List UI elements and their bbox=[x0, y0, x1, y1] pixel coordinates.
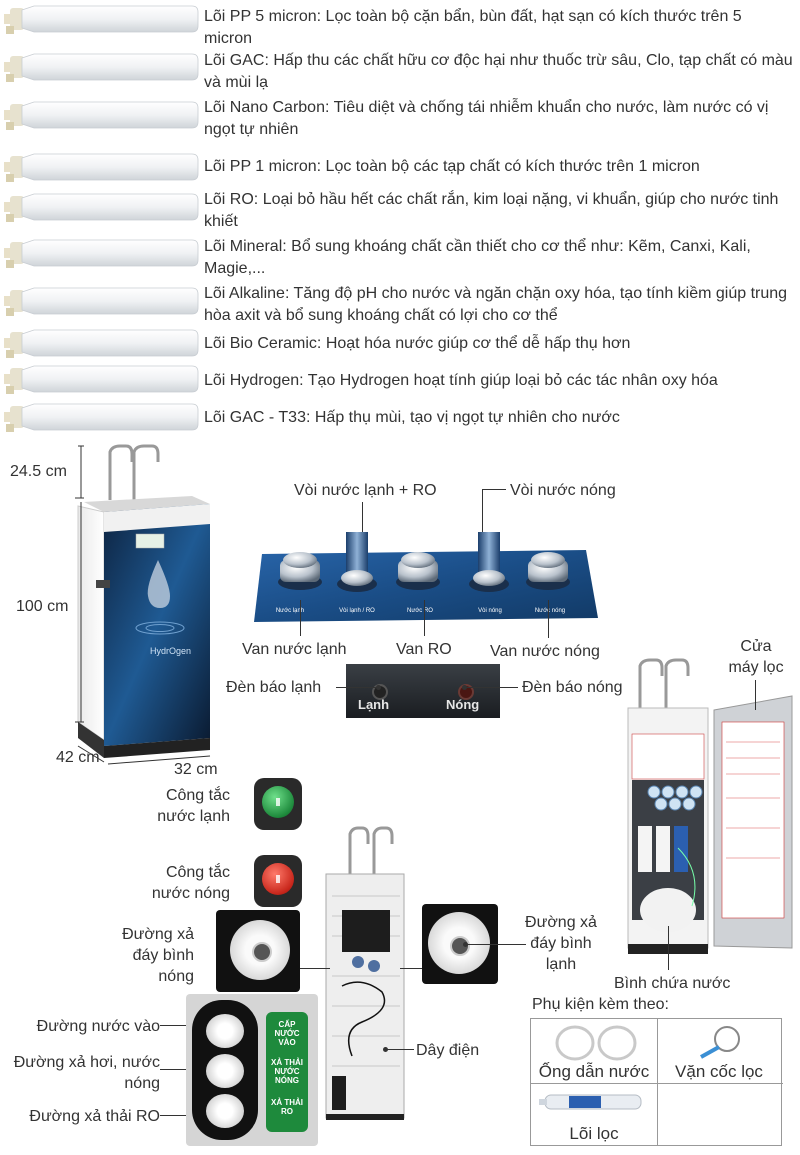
filter-cartridge bbox=[4, 193, 199, 222]
filter-desc-pp5: Lõi PP 5 micron: Lọc toàn bộ cặn bẩn, bù… bbox=[204, 8, 742, 47]
waste-port-icon bbox=[206, 1094, 244, 1128]
dim-height-top: 24.5 cm bbox=[10, 463, 67, 480]
cold-drain-image bbox=[422, 904, 498, 984]
ports-image: CẤP NƯỚC VÀO XẢ THẢI NƯỚC NÓNG XẢ THẢI R… bbox=[186, 994, 318, 1146]
filter-wrench-icon bbox=[700, 1026, 740, 1059]
accessories-box bbox=[530, 1018, 783, 1146]
filter-cartridge bbox=[4, 287, 199, 316]
filter-cartridge bbox=[4, 5, 199, 34]
tag-hot-waste: XẢ THẢI NƯỚC NÓNG bbox=[271, 1058, 303, 1085]
label-hot-vent: Đường xả hơi, nước nóng bbox=[13, 1054, 160, 1092]
cabinet-open-image bbox=[627, 658, 793, 954]
knob-label-hot: Nước nóng bbox=[535, 608, 565, 614]
control-panel-image: Nước lạnh Vòi lạnh / RO Nước RO Vòi nóng… bbox=[254, 532, 598, 622]
label-hot-switch: Công tắc nước nóng bbox=[151, 864, 230, 902]
accessory-wrench-label: Vặn cốc lọc bbox=[675, 1062, 763, 1081]
knob-label-cold: Nước lạnh bbox=[276, 608, 304, 614]
cold-drain-icon bbox=[450, 936, 470, 956]
filter-desc-alkaline: Lõi Alkaline: Tăng độ pH cho nước và ngă… bbox=[204, 285, 788, 324]
inlet-port-icon bbox=[206, 1014, 244, 1048]
knob-label-hot-tap: Vòi nóng bbox=[478, 608, 502, 614]
tag-inlet: CẤP NƯỚC VÀO bbox=[274, 1020, 300, 1047]
knobs bbox=[278, 552, 570, 592]
label-ro-waste: Đường xả thải RO bbox=[29, 1108, 160, 1125]
label-water-tank: Bình chứa nước bbox=[614, 975, 731, 992]
filter-cartridge bbox=[4, 53, 199, 82]
machine-brand-text: HydrOgen bbox=[150, 646, 191, 656]
tag-ro-waste: XẢ THẢI RO bbox=[271, 1098, 303, 1116]
hot-light-text: Nóng bbox=[446, 697, 480, 712]
filter-desc-mineral: Lõi Mineral: Bổ sung khoáng chất cần thi… bbox=[204, 238, 751, 277]
label-hot-tank-drain: Đường xả đáy bình nóng bbox=[122, 926, 194, 985]
machine-back-image bbox=[325, 826, 405, 1120]
label-cold-ro-tap: Vòi nước lạnh + RO bbox=[294, 482, 437, 499]
label-cabinet-door: Cửa máy lọc bbox=[728, 638, 784, 676]
hot-drain-icon bbox=[252, 942, 272, 962]
filter-cartridge bbox=[4, 365, 199, 394]
indicator-lights-image: Lạnh Nóng bbox=[346, 664, 500, 718]
label-hot-tap: Vòi nước nóng bbox=[510, 482, 616, 499]
knob-label-cold-ro: Vòi lạnh / RO bbox=[339, 608, 375, 614]
water-tube-icon bbox=[555, 1025, 637, 1061]
filter-cartridge bbox=[4, 329, 199, 358]
label-cold-light: Đèn báo lạnh bbox=[226, 679, 322, 696]
label-cold-tank-drain: Đường xả đáy bình lạnh bbox=[525, 914, 597, 973]
label-hot-valve: Van nước nóng bbox=[490, 643, 600, 660]
dim-height-body: 100 cm bbox=[16, 598, 69, 615]
filter-cartridge bbox=[4, 403, 199, 432]
filter-desc-hydrogen: Lõi Hydrogen: Tạo Hydrogen hoạt tính giú… bbox=[204, 372, 718, 389]
accessory-tube-label: Ống dẫn nước bbox=[538, 1062, 650, 1081]
label-hot-light: Đèn báo nóng bbox=[522, 679, 623, 696]
filter-desc-gac: Lõi GAC: Hấp thu các chất hữu cơ độc hại… bbox=[204, 52, 793, 91]
accessories-title: Phụ kiện kèm theo: bbox=[532, 996, 669, 1013]
spare-filter-icon bbox=[539, 1094, 642, 1110]
label-ro-valve: Van RO bbox=[396, 641, 452, 658]
hot-switch-image bbox=[254, 855, 302, 907]
label-cold-switch: Công tắc nước lạnh bbox=[157, 787, 230, 825]
filter-desc-gac-t33: Lõi GAC - T33: Hấp thụ mùi, tạo vị ngọt … bbox=[204, 409, 620, 426]
filter-cartridge bbox=[4, 101, 199, 130]
filter-desc-pp1: Lõi PP 1 micron: Lọc toàn bộ các tạp chấ… bbox=[204, 158, 700, 175]
machine-illustration: HydrOgen bbox=[75, 444, 211, 765]
cold-switch-image bbox=[254, 778, 302, 830]
filter-cartridge bbox=[4, 239, 199, 268]
dim-width: 32 cm bbox=[174, 761, 218, 778]
accessory-filter-label: Lõi lọc bbox=[569, 1124, 619, 1143]
filter-desc-bioceramic: Lõi Bio Ceramic: Hoạt hóa nước giúp cơ t… bbox=[204, 335, 631, 352]
vent-port-icon bbox=[206, 1054, 244, 1088]
label-power-cord: Dây điện bbox=[416, 1042, 480, 1059]
filter-desc-ro: Lõi RO: Loại bỏ hầu hết các chất rắn, ki… bbox=[204, 191, 779, 230]
cold-light-text: Lạnh bbox=[358, 697, 390, 712]
filter-cartridge bbox=[4, 153, 199, 182]
knob-label-ro: Nước RO bbox=[407, 608, 433, 614]
filter-desc-nano: Lõi Nano Carbon: Tiêu diệt và chống tái … bbox=[204, 99, 769, 138]
label-cold-valve: Van nước lạnh bbox=[242, 641, 347, 658]
dim-depth: 42 cm bbox=[56, 749, 100, 766]
hot-drain-image bbox=[216, 910, 300, 992]
label-water-inlet: Đường nước vào bbox=[36, 1018, 160, 1035]
